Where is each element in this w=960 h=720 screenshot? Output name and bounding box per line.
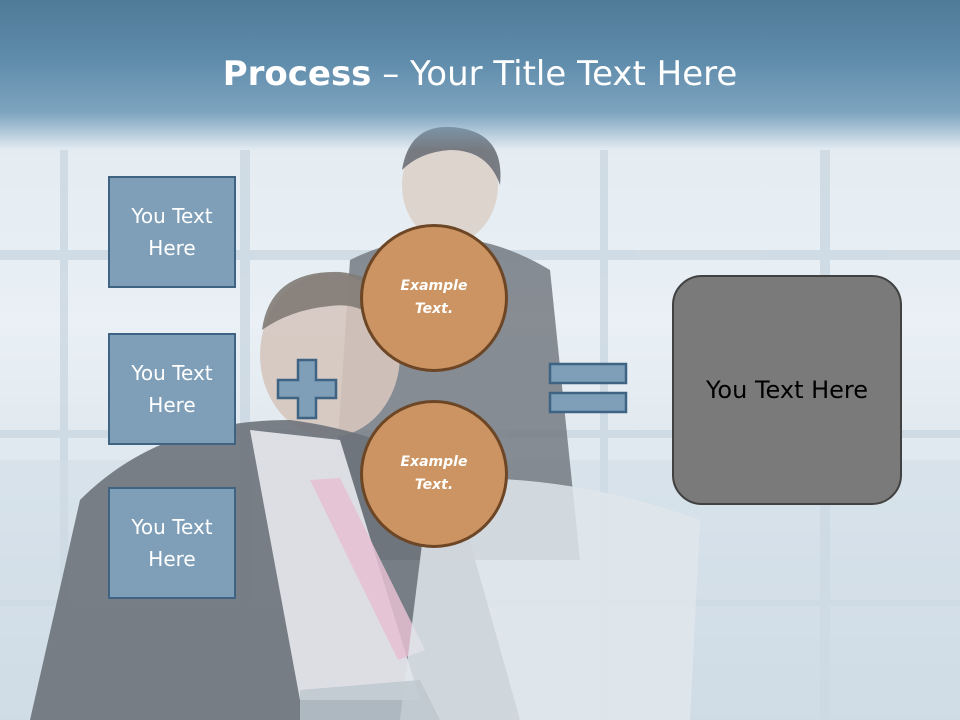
title-rest-part: – Your Title Text Here [371, 54, 738, 94]
title-band [0, 0, 960, 150]
text-box-3[interactable]: You Text Here [108, 487, 236, 599]
plus-icon [276, 358, 338, 420]
example-circle-2[interactable]: Example Text. [360, 400, 508, 548]
title-bold-part: Process [222, 54, 372, 94]
result-box[interactable]: You Text Here [672, 275, 902, 505]
text-box-2[interactable]: You Text Here [108, 333, 236, 445]
equals-icon [548, 362, 628, 414]
slide-title: Process – Your Title Text Here [0, 50, 960, 98]
text-box-1[interactable]: You Text Here [108, 176, 236, 288]
example-circle-1[interactable]: Example Text. [360, 224, 508, 372]
